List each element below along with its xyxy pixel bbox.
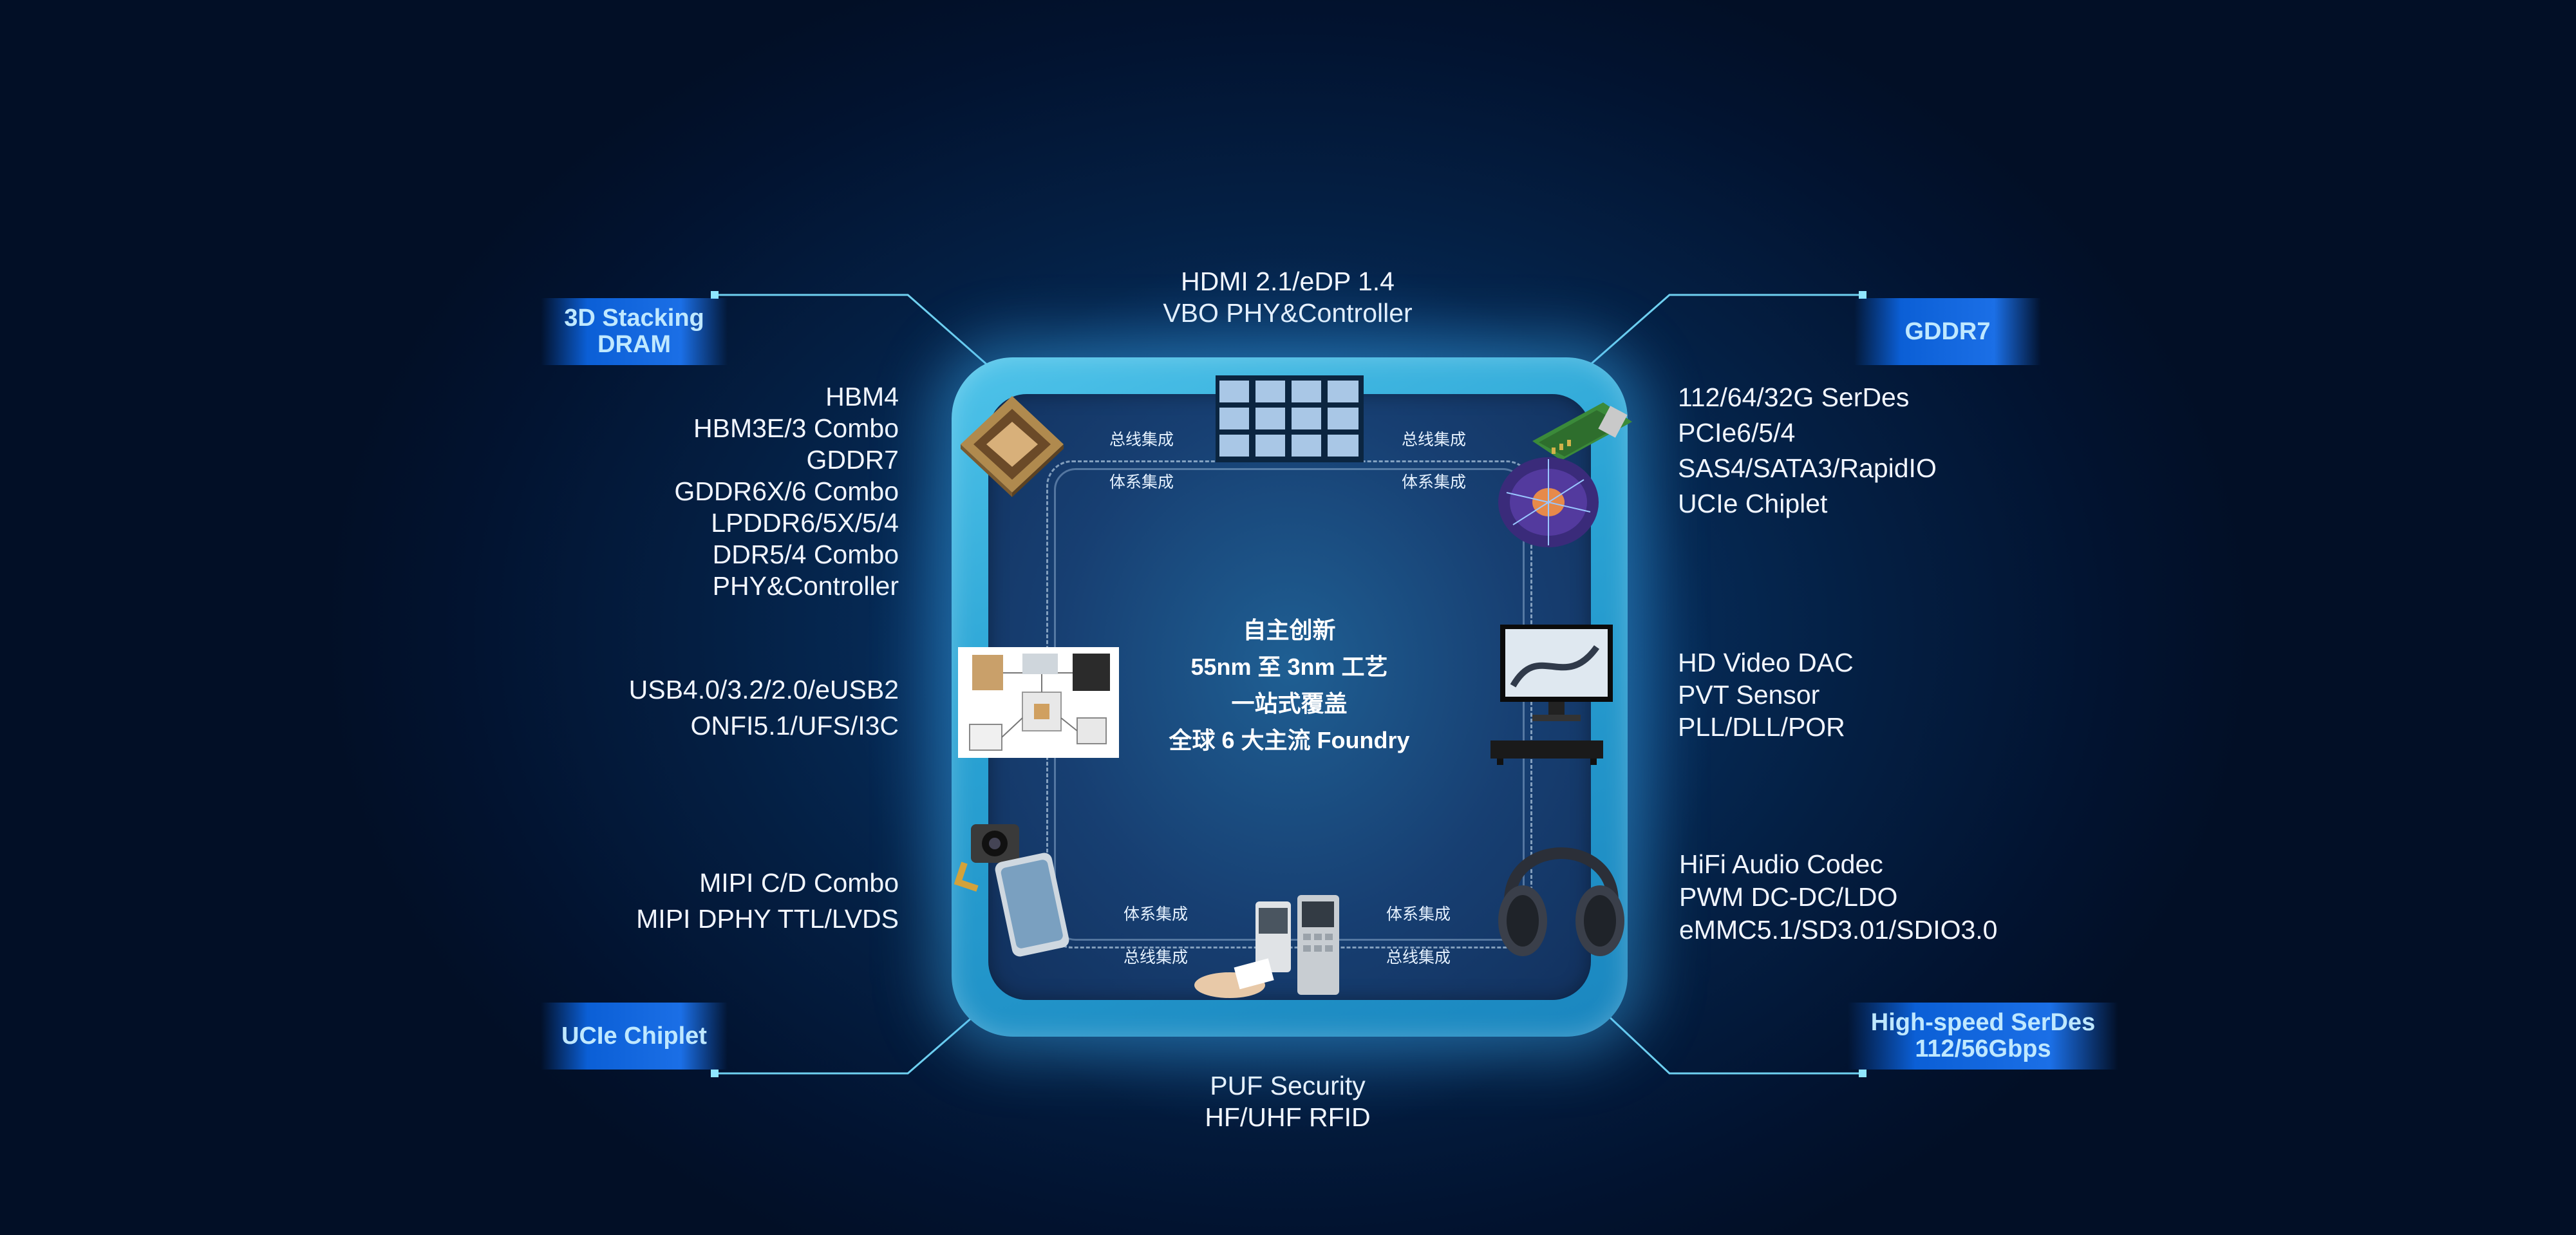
track-label-system-top-right: 体系集成	[1402, 473, 1467, 491]
left-usb-group: USB4.0/3.2/2.0/eUSB2 ONFI5.1/UFS/I3C	[515, 672, 899, 744]
left-memory-item: HBM3E/3 Combo	[693, 413, 899, 443]
left-mipi-item: MIPI DPHY TTL/LVDS	[636, 904, 899, 934]
connector-top-left	[715, 294, 989, 367]
connector-dot-bottom-right	[1859, 1070, 1866, 1077]
left-memory-item: DDR5/4 Combo	[712, 540, 899, 569]
center-line-foundry: 全球 6 大主流 Foundry	[1169, 727, 1410, 753]
bottom-text-line1: PUF Security	[1210, 1071, 1366, 1100]
center-line-process: 55nm 至 3nm 工艺	[1190, 654, 1388, 680]
left-memory-item: GDDR7	[806, 445, 899, 475]
badge-3d-stacking-dram: 3D Stacking DRAM	[541, 298, 728, 365]
badge-3d-stacking-line1: 3D Stacking	[564, 305, 704, 332]
right-audio-item: HiFi Audio Codec	[1679, 849, 1883, 879]
left-memory-item: GDDR6X/6 Combo	[674, 476, 899, 506]
video-wall-image	[1216, 375, 1364, 462]
camera-phone-image	[954, 824, 1069, 957]
bottom-text: PUF Security HF/UHF RFID	[1095, 1070, 1481, 1133]
block-diagram-image	[958, 647, 1119, 758]
right-audio-group: HiFi Audio Codec PWM DC-DC/LDO eMMC5.1/S…	[1679, 848, 2104, 947]
track-label-system-top-left: 体系集成	[1109, 473, 1174, 491]
right-serdes-item: SAS4/SATA3/RapidIO	[1678, 453, 1937, 483]
badge-serdes-line2: 112/56Gbps	[1915, 1035, 2051, 1062]
track-label-bus-top-right: 总线集成	[1402, 431, 1467, 449]
right-serdes-item: PCIe6/5/4	[1678, 418, 1796, 448]
track-label-system-bottom-left: 体系集成	[1123, 905, 1189, 923]
left-mipi-item: MIPI C/D Combo	[699, 868, 899, 898]
left-memory-item: LPDDR6/5X/5/4	[711, 508, 899, 538]
badge-ucie-chiplet: UCIe Chiplet	[541, 1003, 728, 1070]
track-label-system-bottom-right: 体系集成	[1386, 905, 1451, 923]
right-serdes-group: 112/64/32G SerDes PCIe6/5/4 SAS4/SATA3/R…	[1678, 380, 2064, 522]
top-text-line2: VBO PHY&Controller	[1163, 298, 1413, 328]
circuit-orb-image	[1498, 457, 1599, 547]
right-video-group: HD Video DAC PVT Sensor PLL/DLL/POR	[1678, 646, 2064, 743]
badge-serdes-line1: High-speed SerDes	[1870, 1009, 2096, 1036]
connector-bottom-left	[715, 1016, 973, 1075]
badge-3d-stacking-line2: DRAM	[597, 331, 671, 358]
top-text-line1: HDMI 2.1/eDP 1.4	[1181, 267, 1395, 296]
top-text: HDMI 2.1/eDP 1.4 VBO PHY&Controller	[1095, 266, 1481, 329]
connector-dot-top-right	[1859, 291, 1866, 299]
left-memory-item: HBM4	[825, 382, 899, 411]
center-text: 自主创新 55nm 至 3nm 工艺 一站式覆盖 全球 6 大主流 Foundr…	[1146, 612, 1433, 759]
right-video-item: PLL/DLL/POR	[1678, 712, 1845, 742]
right-video-item: HD Video DAC	[1678, 648, 1854, 677]
access-control-image	[1194, 895, 1339, 998]
connector-bottom-right	[1605, 1013, 1863, 1075]
network-card-image	[1532, 402, 1632, 460]
track-label-bus-top-left: 总线集成	[1109, 431, 1174, 449]
chip-image	[961, 396, 1064, 497]
right-serdes-item: 112/64/32G SerDes	[1678, 382, 1910, 412]
badge-high-speed-serdes: High-speed SerDes 112/56Gbps	[1848, 1003, 2118, 1070]
connector-dot-bottom-left	[711, 1070, 719, 1077]
right-audio-item: eMMC5.1/SD3.01/SDIO3.0	[1679, 915, 1998, 945]
monitor-image	[1490, 625, 1613, 765]
connector-dot-top-left	[711, 291, 719, 299]
center-line-coverage: 一站式覆盖	[1231, 690, 1348, 717]
left-mipi-group: MIPI C/D Combo MIPI DPHY TTL/LVDS	[515, 865, 899, 937]
connector-top-right	[1588, 294, 1863, 367]
track-label-bus-bottom-left: 总线集成	[1123, 948, 1189, 966]
left-memory-item: PHY&Controller	[712, 571, 899, 601]
right-serdes-item: UCIe Chiplet	[1678, 489, 1828, 518]
badge-gddr7-label: GDDR7	[1904, 317, 1991, 345]
center-line-innovation: 自主创新	[1243, 617, 1336, 643]
badge-gddr7: GDDR7	[1854, 298, 2041, 365]
left-memory-group: HBM4 HBM3E/3 Combo GDDR7 GDDR6X/6 Combo …	[579, 381, 899, 602]
headphones-image	[1498, 847, 1624, 956]
badge-ucie-label: UCIe Chiplet	[561, 1022, 707, 1050]
bottom-text-line2: HF/UHF RFID	[1205, 1102, 1371, 1132]
track-label-bus-bottom-right: 总线集成	[1386, 948, 1451, 966]
right-audio-item: PWM DC-DC/LDO	[1679, 882, 1898, 912]
left-usb-item: ONFI5.1/UFS/I3C	[690, 711, 899, 740]
left-usb-item: USB4.0/3.2/2.0/eUSB2	[628, 675, 899, 704]
right-video-item: PVT Sensor	[1678, 680, 1820, 710]
